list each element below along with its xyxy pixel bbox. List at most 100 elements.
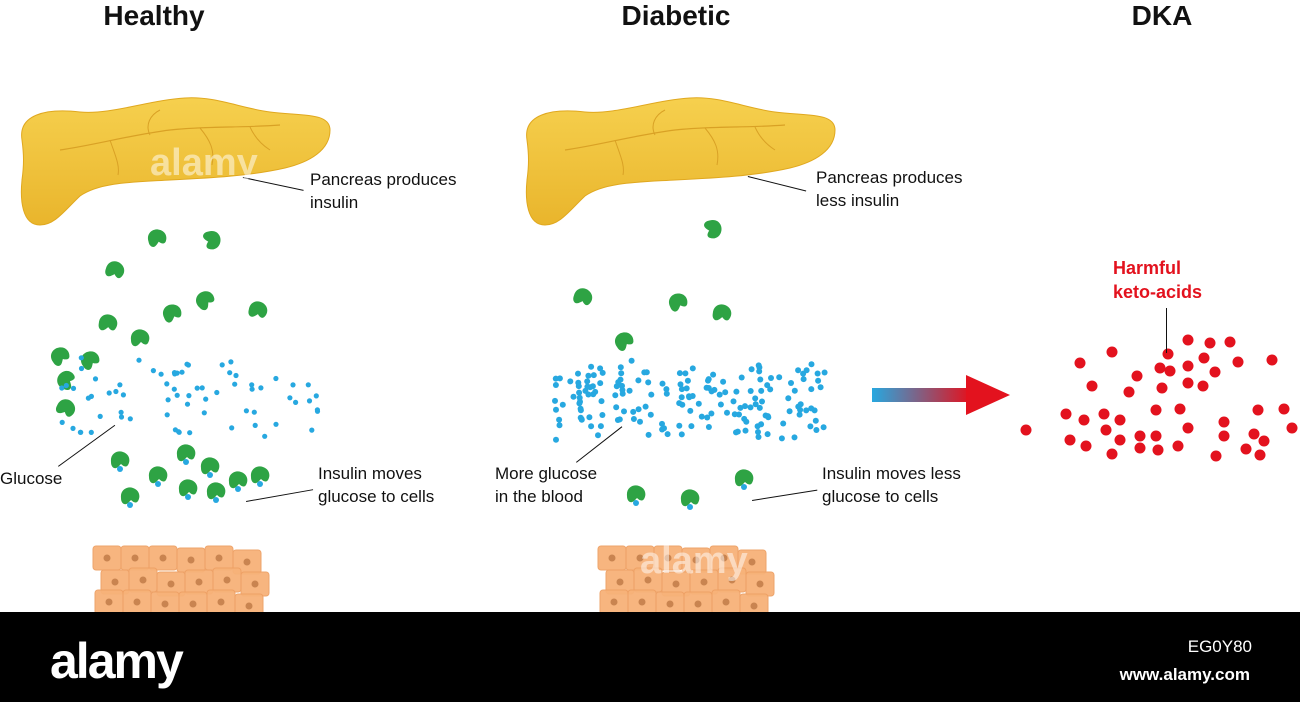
glucose-dot-icon	[812, 417, 819, 424]
glucose-dot-icon	[113, 388, 119, 395]
glucose-dot-icon	[176, 429, 182, 435]
glucose-dot-icon	[708, 410, 715, 417]
progression-arrow-icon	[872, 375, 1010, 415]
glucose-dot-icon	[127, 416, 133, 422]
keto-acid-dot-icon	[1248, 428, 1260, 440]
keto-acid-dot-icon	[1278, 403, 1290, 415]
glucose-dot-icon	[586, 414, 593, 421]
glucose-dot-icon	[814, 370, 821, 377]
footer-logo: alamy	[50, 633, 184, 689]
footer-bar: alamy EG0Y80 www.alamy.com	[0, 612, 1300, 702]
glucose-dot-icon	[755, 434, 762, 440]
glucose-dot-icon	[184, 401, 191, 407]
glucose-dot-icon	[314, 408, 321, 414]
glucose-dot-icon	[764, 382, 771, 389]
keto-acid-dot-icon	[1254, 449, 1266, 461]
healthy-title: Healthy	[103, 0, 205, 31]
glucose-dot-icon	[589, 383, 596, 390]
glucose-dot-icon	[598, 398, 605, 405]
glucose-dot-icon	[678, 431, 685, 438]
glucose-dot-icon	[171, 386, 177, 392]
glucose-dot-icon	[203, 396, 209, 402]
insulin-molecule-icon	[228, 471, 248, 492]
transport-label: Insulin moves less glucose to cells	[822, 464, 961, 506]
glucose-dot-icon	[661, 425, 667, 432]
insulin-molecule-icon	[680, 489, 700, 510]
body-cell-icon	[625, 545, 655, 571]
glucose-dot-icon	[688, 423, 695, 430]
diabetic-title: Diabetic	[621, 0, 731, 31]
keto-acid-dot-icon	[1218, 416, 1230, 428]
glucose-dot-icon	[687, 504, 693, 510]
body-cell-icon	[92, 545, 122, 571]
body-cell-icon	[597, 545, 627, 571]
glucose-dot-icon	[552, 397, 558, 404]
keto-acid-dot-icon	[1162, 348, 1174, 360]
glucose-dot-icon	[120, 392, 126, 398]
glucose-dot-icon	[755, 362, 762, 369]
keto-acid-dot-icon	[1080, 440, 1092, 452]
insulin-molecule-icon	[130, 329, 150, 347]
glucose-dot-icon	[730, 398, 737, 405]
keto-acid-dot-icon	[1150, 430, 1162, 442]
glucose-dot-icon	[597, 380, 604, 387]
glucose-dot-icon	[755, 429, 761, 435]
glucose-dot-icon	[633, 500, 639, 506]
glucose-dot-icon	[227, 370, 233, 376]
insulin-molecule-icon	[626, 485, 646, 506]
glucose-dot-icon	[747, 388, 754, 394]
glucose-dot-icon	[676, 422, 683, 429]
glucose-dot-icon	[734, 428, 741, 435]
glucose-dot-icon	[663, 390, 670, 397]
keto-acid-dot-icon	[1286, 422, 1298, 434]
insulin-molecule-icon	[57, 370, 75, 391]
glucose-dot-icon	[559, 401, 566, 408]
keto-acid-dot-icon	[1174, 403, 1186, 415]
glucose-dot-icon	[595, 432, 601, 439]
keto-acid-dot-icon	[1182, 360, 1194, 372]
glucose-dot-icon	[257, 481, 263, 487]
body-cell-icon	[745, 571, 775, 597]
glucose-dot-icon	[576, 389, 583, 396]
glucose-dot-icon	[663, 386, 670, 393]
insulin-molecule-icon	[200, 457, 220, 478]
keto-acid-dot-icon	[1134, 442, 1146, 454]
glucose-dot-icon	[682, 370, 689, 377]
glucose-dot-icon	[785, 395, 792, 402]
glucose-dot-icon	[117, 466, 123, 472]
watermark: alamy	[150, 142, 258, 184]
glucose-dot-icon	[687, 407, 694, 414]
keto-acid-dot-icon	[1106, 448, 1118, 460]
body-cell-icon	[212, 567, 242, 593]
glucose-dot-icon	[172, 427, 178, 433]
keto-acid-dot-icon	[1060, 408, 1072, 420]
glucose-dot-icon	[183, 459, 189, 465]
glucose-dot-icon	[619, 387, 626, 393]
glucose-dot-icon	[78, 355, 84, 361]
glucose-dot-icon	[764, 431, 771, 438]
glucose-dot-icon	[262, 433, 268, 439]
glucose-dot-icon	[768, 375, 774, 381]
glucose-dot-icon	[556, 422, 563, 429]
glucose-dot-icon	[70, 425, 76, 431]
glucose-dot-icon	[648, 391, 655, 398]
glucose-dot-icon	[815, 377, 822, 384]
glucose-dot-icon	[174, 392, 180, 398]
glucose-dot-icon	[716, 391, 723, 398]
glucose-dot-icon	[117, 382, 123, 388]
insulin-molecule-icon	[163, 304, 182, 323]
glucose-dot-icon	[737, 404, 744, 411]
glucose-dot-icon	[817, 384, 824, 391]
glucose-dot-icon	[165, 397, 171, 403]
glucose-dot-icon	[659, 380, 666, 387]
glucose-dot-icon	[194, 385, 200, 391]
glucose-dot-icon	[743, 418, 750, 425]
glucose-dot-icon	[747, 404, 754, 411]
glucose-dot-icon	[567, 378, 574, 385]
glucose-dot-icon	[791, 434, 798, 441]
glucose-dot-icon	[273, 375, 279, 382]
glucose-dot-icon	[570, 393, 577, 400]
insulin-molecule-icon	[669, 293, 688, 312]
glucose-dot-icon	[309, 427, 315, 433]
glucose-dot-icon	[590, 372, 597, 379]
